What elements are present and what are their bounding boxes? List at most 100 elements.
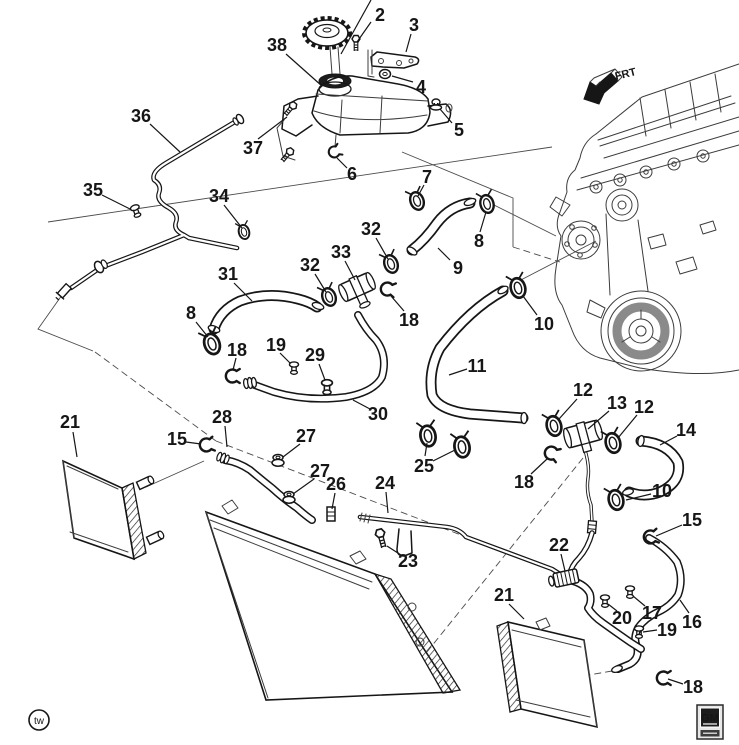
callout-34: 34 (209, 186, 229, 206)
leader-line-33 (344, 260, 356, 281)
gm-logo-label: GM (701, 713, 719, 725)
callout-12: 12 (634, 397, 654, 417)
callout-14: 14 (676, 420, 696, 440)
leader-line-22 (560, 553, 566, 572)
clip-6 (325, 142, 344, 161)
clamp-8 (474, 188, 499, 216)
hose-30 (243, 311, 388, 403)
callout-33: 33 (331, 242, 351, 262)
callout-13: 13 (607, 393, 627, 413)
callout-18: 18 (683, 677, 703, 697)
callout-6: 6 (347, 164, 357, 184)
main-radiator (204, 499, 462, 701)
leader-line-18 (232, 357, 237, 371)
water-pump-flange (561, 220, 601, 260)
leader-line-18 (667, 678, 684, 685)
leader-line-25 (432, 449, 456, 462)
reservoir-stud (281, 99, 299, 119)
leader-line-25 (424, 442, 428, 457)
coolant-reservoir (276, 16, 453, 165)
leader-line-6 (336, 157, 348, 169)
clip-15 (197, 435, 216, 455)
clip-26 (326, 506, 336, 522)
leader-line-37 (257, 116, 288, 140)
leader-line-15 (185, 441, 202, 445)
callout-12: 12 (573, 380, 593, 400)
clamp-10 (602, 482, 629, 514)
leader-line-32 (375, 237, 389, 260)
connector-22 (548, 568, 580, 588)
crank-pulley (600, 290, 682, 372)
leader-line-36 (149, 123, 181, 153)
leader-line-19 (279, 352, 291, 364)
leader-line-27 (282, 443, 301, 458)
leader-line-14 (659, 435, 678, 446)
callout-20: 20 (612, 608, 632, 628)
callout-22: 22 (549, 535, 569, 555)
bolt-2 (351, 34, 361, 52)
callout-27: 27 (296, 426, 316, 446)
leader-line-4 (391, 75, 414, 83)
callout-21: 21 (60, 412, 80, 432)
callout-28: 28 (212, 407, 232, 427)
callout-9: 9 (453, 258, 463, 278)
t-connector-13 (563, 419, 603, 454)
leader-line-offscreen-callout (340, 0, 372, 55)
leader-line-24 (385, 491, 389, 514)
pipe-24-bracket (396, 528, 413, 557)
leader-line-12 (558, 398, 578, 420)
pin-5 (429, 98, 443, 111)
callout-36: 36 (131, 106, 151, 126)
callout-30: 30 (368, 404, 388, 424)
leader-line-10 (522, 295, 538, 316)
callout-5: 5 (454, 120, 464, 140)
gm-logo: GM (696, 704, 724, 740)
engine (549, 63, 739, 375)
leader-line-13 (587, 410, 610, 430)
clip-35 (128, 203, 144, 220)
leader-line-32 (314, 273, 327, 293)
callout-7: 7 (422, 167, 432, 187)
callout-15: 15 (167, 429, 187, 449)
leader-line-29 (318, 363, 326, 381)
leader-line-8 (479, 211, 487, 233)
callout-26: 26 (326, 474, 346, 494)
callout-29: 29 (305, 345, 325, 365)
leader-line-35 (101, 194, 131, 210)
leader-line-17 (632, 595, 646, 607)
frt-direction-arrow: FRT (583, 66, 638, 105)
nut-4 (378, 68, 392, 80)
clamp-10 (504, 270, 531, 302)
fastener-19 (288, 361, 300, 375)
engine-bolt-bosses (589, 149, 710, 194)
callout-3: 3 (409, 15, 419, 35)
grommet-27 (271, 453, 285, 467)
clamp-7 (403, 184, 429, 214)
callout-15: 15 (682, 510, 702, 530)
leader-line-3 (405, 33, 412, 53)
leader-line-5 (439, 108, 453, 124)
clip-18 (224, 367, 241, 385)
overflow-pipe-36 (55, 113, 245, 301)
reservoir-body (311, 75, 431, 136)
t-connector-13-stem (567, 445, 598, 577)
callout-32: 32 (361, 219, 381, 239)
leader-line-19 (642, 629, 658, 633)
hose-14 (623, 435, 685, 501)
leader-line-30 (352, 399, 371, 410)
leader-line-20 (607, 603, 618, 612)
hose-22-run (569, 577, 645, 653)
callout-18: 18 (514, 472, 534, 492)
clip-18 (378, 279, 397, 299)
callout-18: 18 (399, 310, 419, 330)
callout-25: 25 (414, 456, 434, 476)
auxiliary-radiator-right-21 (496, 617, 598, 729)
leader-line-28 (224, 425, 228, 448)
leader-line-16 (679, 599, 690, 614)
clamp-32 (377, 247, 403, 277)
leader-line-9 (437, 247, 451, 261)
leader-line-38 (285, 53, 323, 87)
reservoir-top-bracket (367, 49, 420, 78)
callout-10: 10 (652, 481, 672, 501)
